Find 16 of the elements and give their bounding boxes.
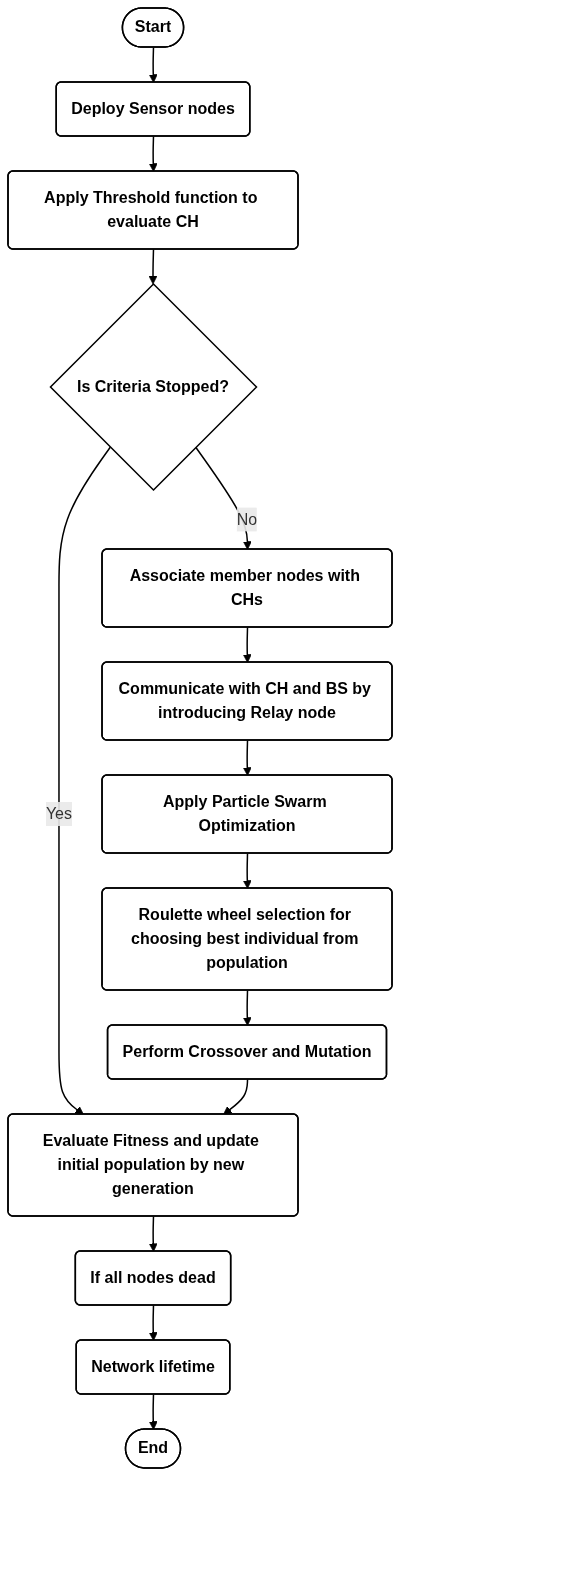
edge-label: Yes [45,805,73,822]
arrow [242,852,252,889]
arrow [223,1078,249,1115]
node-diamond: Is Criteria Stopped? [49,282,258,492]
arrow [148,1215,158,1252]
arrow [242,739,252,776]
arrow [195,446,252,550]
arrow [58,446,111,1115]
arrow [242,989,252,1026]
edge-label: No [236,510,258,528]
arrow [148,248,158,285]
arrow [242,626,252,663]
arrow [148,1304,158,1341]
arrow [148,46,158,83]
arrow [148,1393,158,1430]
arrow [148,135,158,172]
